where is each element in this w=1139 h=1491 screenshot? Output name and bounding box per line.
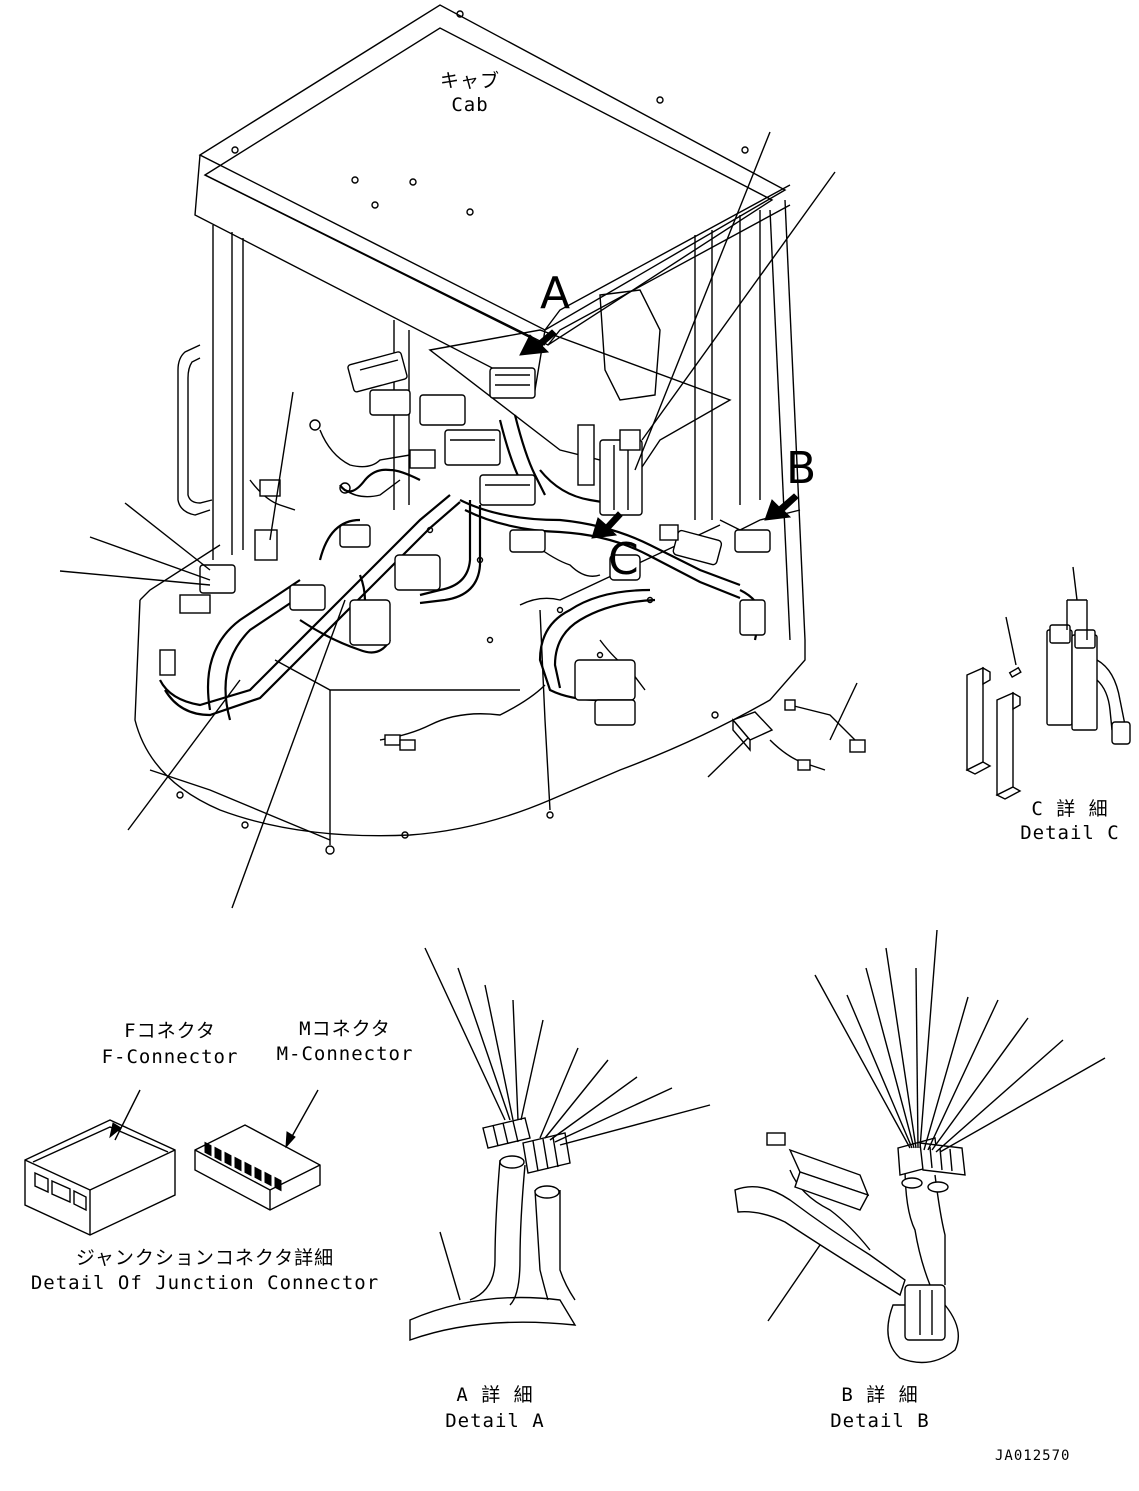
f-connector-label-en: F-Connector [101,1046,239,1068]
detail-b-title-jp: B 詳 細 [841,1384,919,1406]
m-connector-label-jp: Mコネクタ [299,1018,391,1040]
connector-cluster-center [384,529,641,751]
detail-c-title-en: Detail C [1020,822,1120,844]
detail-a-leaders [424,947,711,1301]
drawing-code: JA012570 [995,1448,1071,1464]
callout-arrow-b [764,493,799,521]
detail-a-title-jp: A 詳 細 [456,1384,534,1406]
m-connector-drawing [194,1089,321,1211]
detail-a-drawing [409,947,711,1341]
junction-detail-title-jp: ジャンクションコネクタ詳細 [75,1247,335,1269]
callout-label-b: B [786,443,817,494]
detail-a-title-en: Detail A [445,1410,545,1432]
detail-b-leaders [767,929,1106,1322]
m-connector-pins [204,1141,282,1192]
connector-cluster-upper [347,351,536,506]
f-connector-drawing [24,1089,176,1236]
cab-label-en: Cab [451,94,489,116]
detail-b-title-en: Detail B [830,1410,930,1432]
cab-label-jp: キャブ [439,70,500,92]
callout-arrow-c [591,511,623,539]
connector-cluster-c [577,424,643,516]
m-connector-label-en: M-Connector [276,1043,414,1065]
callout-label-a: A [540,268,571,319]
detail-b-drawing [734,929,1106,1364]
detail-c-drawing [965,566,1131,800]
control-box-right [731,699,866,771]
callout-label-c: C [608,534,639,585]
f-connector-label-jp: Fコネクタ [124,1020,216,1042]
harness-main [159,351,866,771]
junction-detail-title-en: Detail Of Junction Connector [30,1272,380,1294]
detail-c-title-jp: C 詳 細 [1031,798,1109,820]
leader-lines-main [59,131,858,909]
connector-cluster-left [159,419,441,676]
connector-cluster-b [659,524,771,636]
callout-arrow-a [519,329,557,356]
